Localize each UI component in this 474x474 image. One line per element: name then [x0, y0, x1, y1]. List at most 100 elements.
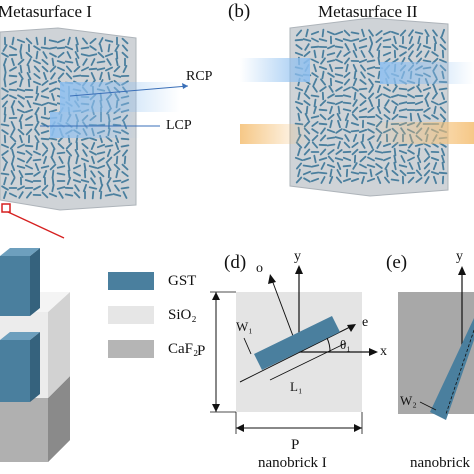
nanobrick: [416, 85, 422, 93]
nanobrick: [414, 100, 424, 106]
nanobrick: [334, 58, 344, 64]
nanobrick: [368, 42, 374, 52]
nanobrick: [361, 28, 365, 38]
nanobrick: [73, 191, 81, 199]
nanobrick: [98, 183, 104, 193]
nanobrick: [57, 66, 65, 72]
nanobrick: [24, 179, 34, 183]
nanobrick: [383, 176, 391, 184]
nanobrick: [433, 105, 437, 115]
nanobrick: [40, 137, 50, 141]
nanobrick: [414, 108, 424, 112]
nanobrick: [398, 87, 408, 91]
lcp-label: LCP: [166, 118, 192, 133]
nanobrick: [19, 134, 23, 144]
nanobrick: [432, 161, 438, 171]
nanobrick: [318, 122, 328, 126]
axis-e-label: e: [362, 315, 369, 330]
nanobrick: [424, 29, 430, 37]
nanobrick: [343, 86, 351, 92]
nanobrick: [383, 114, 391, 120]
nanobrick: [407, 149, 415, 155]
nanobrick: [34, 93, 40, 101]
nanobrick: [50, 156, 56, 164]
nanobrick: [17, 185, 25, 191]
nanobrick: [51, 92, 55, 102]
nanobrick: [25, 37, 33, 45]
nanobrick: [311, 128, 319, 134]
nanobrick: [319, 78, 327, 86]
nanobrick: [25, 115, 33, 121]
nanobrick: [51, 169, 55, 179]
nanobrick: [382, 150, 392, 154]
transmitted-blue-beam: [380, 62, 474, 84]
nanobrick: [89, 45, 97, 51]
nanobrick: [313, 98, 317, 108]
nanobrick: [430, 156, 440, 162]
nanobrick: [352, 50, 358, 58]
nanobrick: [408, 50, 414, 58]
nanobrick: [422, 59, 432, 63]
nanobrick: [385, 168, 389, 178]
legend-swatch-gst: [108, 272, 154, 290]
nanobrick: [112, 74, 122, 78]
nanobrick: [343, 141, 351, 149]
nanobrick: [41, 191, 49, 199]
nanobrick: [359, 64, 367, 72]
nanobrick: [327, 93, 335, 99]
nanobrick: [311, 121, 319, 127]
nanobrick: [398, 164, 408, 168]
nanobrick: [423, 155, 431, 163]
nanobrick: [326, 59, 336, 63]
nanobrick: [41, 80, 49, 86]
nanobrick: [375, 170, 383, 176]
nanobrick: [18, 191, 24, 199]
metasurface-ii: [289, 17, 449, 197]
nanobrick: [430, 100, 440, 106]
nanobrick: [9, 142, 17, 150]
nanobrick: [416, 154, 422, 164]
panel-e-letter: (e): [386, 252, 408, 273]
panel-e-axis-y-label: y: [456, 249, 463, 264]
nanobrick: [64, 60, 74, 64]
nanobrick: [398, 45, 408, 49]
nanobrick: [366, 59, 376, 63]
nanobrick: [312, 78, 318, 86]
nanobrick: [121, 178, 130, 184]
zoom-line: [7, 211, 65, 239]
nanobrick: [327, 155, 335, 163]
nanobrick: [11, 155, 15, 165]
nanobrick: [375, 114, 383, 120]
nanobrick: [398, 143, 408, 147]
nanobrick: [350, 31, 360, 35]
nanobrick: [391, 113, 399, 121]
nanobrick: [41, 58, 49, 66]
nanobrick: [359, 163, 367, 169]
nanobrick: [376, 43, 382, 51]
nanobrick: [311, 72, 319, 78]
nanobrick: [313, 63, 317, 73]
nanobrick: [431, 114, 439, 120]
nanobrick: [295, 162, 303, 170]
nanobrick: [11, 148, 15, 158]
nanobrick: [326, 143, 336, 147]
nanobrick: [115, 155, 119, 165]
nanobrick: [99, 176, 103, 186]
nanobrick: [352, 162, 358, 170]
nanobrick: [3, 190, 7, 200]
nanobrick: [334, 80, 344, 84]
nanobrick: [368, 35, 374, 45]
nanobrick: [297, 91, 301, 101]
rcp-arrow: [69, 85, 189, 97]
nanobrick: [294, 101, 304, 105]
nanobrick: [335, 86, 343, 92]
nanobrick: [91, 190, 95, 200]
nanobrick: [16, 38, 26, 44]
nanobrick: [423, 169, 431, 177]
nanobrick: [294, 86, 304, 92]
nanobrick: [441, 161, 445, 171]
nanobrick: [310, 94, 320, 98]
nanobrick: [334, 45, 344, 49]
legend-label-caf2: CaF₂: [168, 341, 199, 357]
nanobrick: [114, 44, 120, 52]
